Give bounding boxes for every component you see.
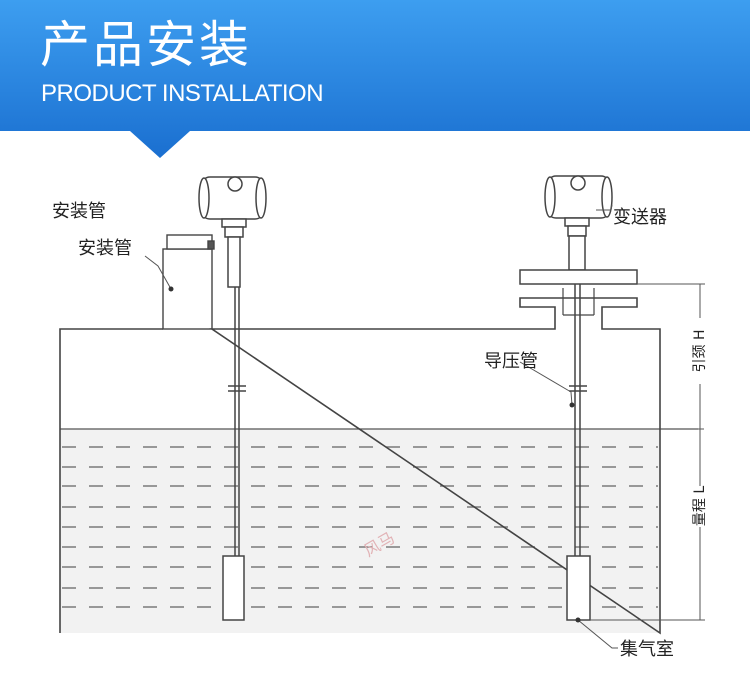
page-title: 产品安装 [40, 16, 252, 74]
label-transmitter: 变送器 [613, 207, 667, 228]
label-range: 量程 L [692, 486, 708, 526]
header-banner [0, 0, 750, 158]
leader-lines [144, 204, 618, 649]
label-neck-height: 引颈 H [692, 330, 708, 373]
tank-body [59, 297, 661, 635]
page-subtitle: PRODUCT INSTALLATION [41, 80, 324, 107]
label-gas-chamber: 集气室 [620, 639, 674, 660]
left-mounting-pipe [162, 234, 215, 330]
label-mount-pipe-top: 安装管 [52, 201, 106, 222]
label-pressure-pipe: 导压管 [484, 351, 538, 372]
right-nozzle [562, 288, 595, 316]
leader-dots [168, 286, 581, 623]
right-transmitter [519, 175, 638, 621]
left-transmitter [198, 176, 267, 621]
liquid-area [60, 429, 660, 633]
label-mount-pipe: 安装管 [78, 238, 132, 259]
dimension-lines [590, 283, 705, 621]
header-banner-shape [0, 0, 750, 158]
liquid-dash-lines [62, 446, 658, 608]
